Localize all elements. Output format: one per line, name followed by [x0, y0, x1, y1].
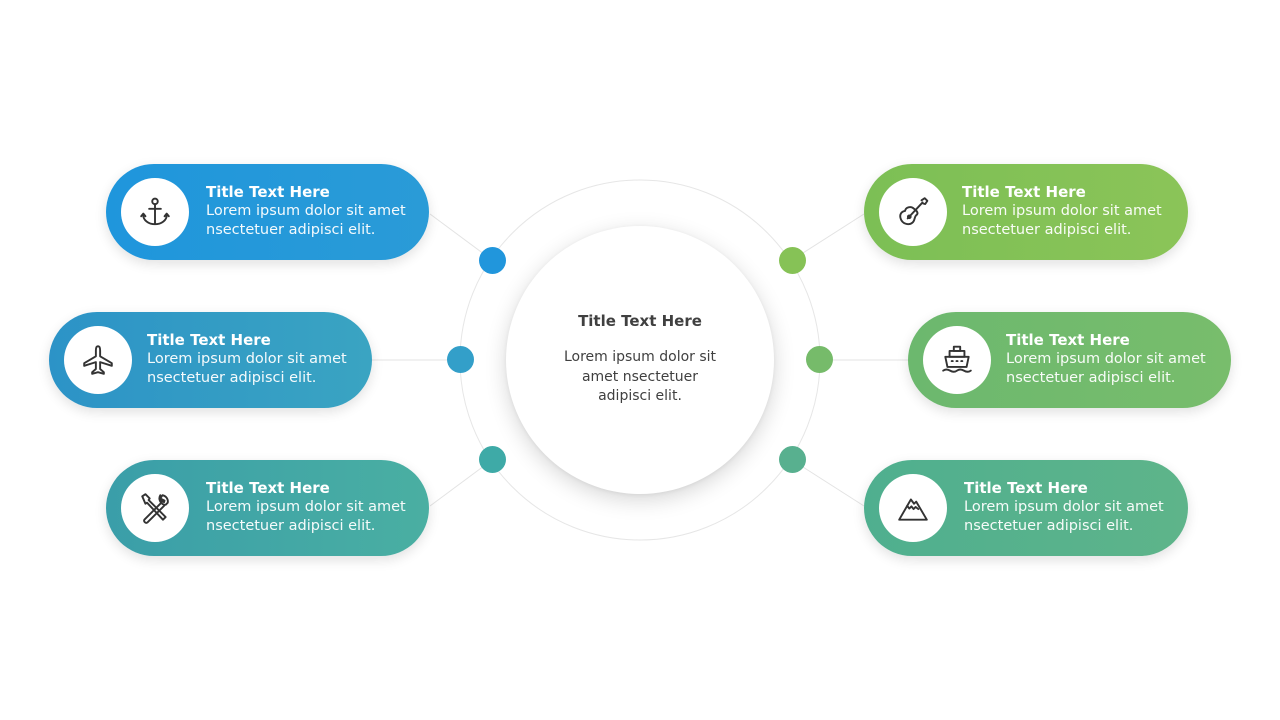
anchor-icon [140, 197, 170, 226]
icon-badge [64, 326, 132, 394]
connector-dot-bottom-left [479, 446, 506, 473]
icon-badge [121, 178, 189, 246]
item-title: Title Text Here [964, 479, 1088, 497]
item-card-airplane: Title Text Here Lorem ipsum dolor sit am… [49, 312, 372, 408]
center-title: Title Text Here [578, 312, 702, 330]
item-card-guitar: Title Text Here Lorem ipsum dolor sit am… [864, 164, 1188, 260]
connector-line [791, 459, 865, 507]
item-title: Title Text Here [1006, 331, 1130, 349]
connector-dot-top-right [779, 247, 806, 274]
item-body: Lorem ipsum dolor sit amet nsectetuer ad… [147, 351, 347, 386]
item-title: Title Text Here [206, 183, 330, 201]
connector-dot-top-left [479, 247, 506, 274]
item-body: Lorem ipsum dolor sit amet nsectetuer ad… [964, 499, 1164, 534]
item-card-tools: Title Text Here Lorem ipsum dolor sit am… [106, 460, 429, 556]
icon-badge [879, 474, 947, 542]
connector-dot-middle-left [447, 346, 474, 373]
item-card-anchor: Title Text Here Lorem ipsum dolor sit am… [106, 164, 429, 260]
guitar-icon [899, 197, 929, 226]
icon-badge [923, 326, 991, 394]
icon-badge [121, 474, 189, 542]
item-card-mountain: Title Text Here Lorem ipsum dolor sit am… [864, 460, 1188, 556]
connector-line [791, 213, 865, 261]
item-title: Title Text Here [206, 479, 330, 497]
item-body: Lorem ipsum dolor sit amet nsectetuer ad… [962, 203, 1162, 238]
connector-dot-middle-right [806, 346, 833, 373]
icon-badge [879, 178, 947, 246]
airplane-icon [83, 345, 113, 375]
center-circle: Title Text Here Lorem ipsum dolor sit am… [506, 226, 774, 494]
item-body: Lorem ipsum dolor sit amet nsectetuer ad… [1006, 351, 1206, 386]
center-body: Lorem ipsum dolor sit amet nsectetuer ad… [563, 349, 717, 404]
item-body: Lorem ipsum dolor sit amet nsectetuer ad… [206, 203, 406, 238]
ship-icon [942, 345, 972, 373]
item-card-ship: Title Text Here Lorem ipsum dolor sit am… [908, 312, 1231, 408]
item-title: Title Text Here [962, 183, 1086, 201]
item-body: Lorem ipsum dolor sit amet nsectetuer ad… [206, 499, 406, 534]
connector-dot-bottom-right [779, 446, 806, 473]
item-title: Title Text Here [147, 331, 271, 349]
mountain-icon [898, 498, 928, 521]
tools-icon [141, 493, 169, 524]
